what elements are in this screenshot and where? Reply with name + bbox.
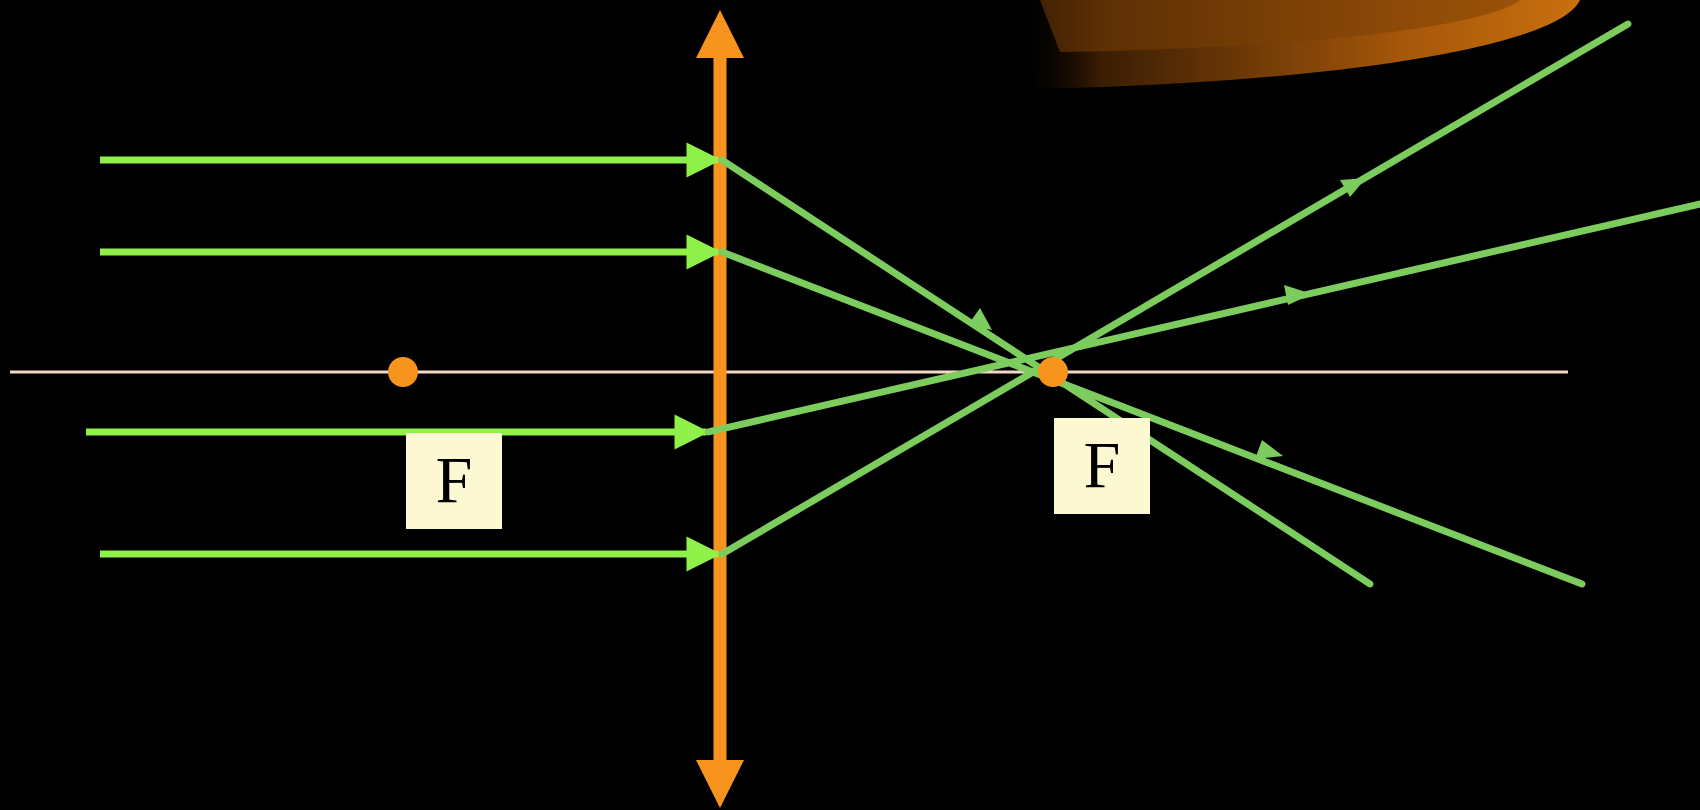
lens-top-arrowhead-icon [696,10,744,58]
ray-direction-arrow-icon [1255,440,1283,459]
converging-lens [696,10,744,808]
lens-bottom-arrowhead-icon [696,760,744,808]
ray-direction-arrow-icon [968,308,992,330]
refracted-ray-2 [718,248,1586,588]
ray-direction-arrow-icon [1340,178,1366,197]
focus-label-left: F [406,433,502,529]
focus-point-left [388,357,418,387]
corner-glow-band [1040,0,1520,52]
focus-point-right [1038,357,1068,387]
refracted-ray-3 [704,200,1700,436]
refracted-ray-4 [718,20,1632,558]
ray-direction-arrow-icon [1284,285,1312,305]
focus-label-right: F [1054,418,1150,514]
